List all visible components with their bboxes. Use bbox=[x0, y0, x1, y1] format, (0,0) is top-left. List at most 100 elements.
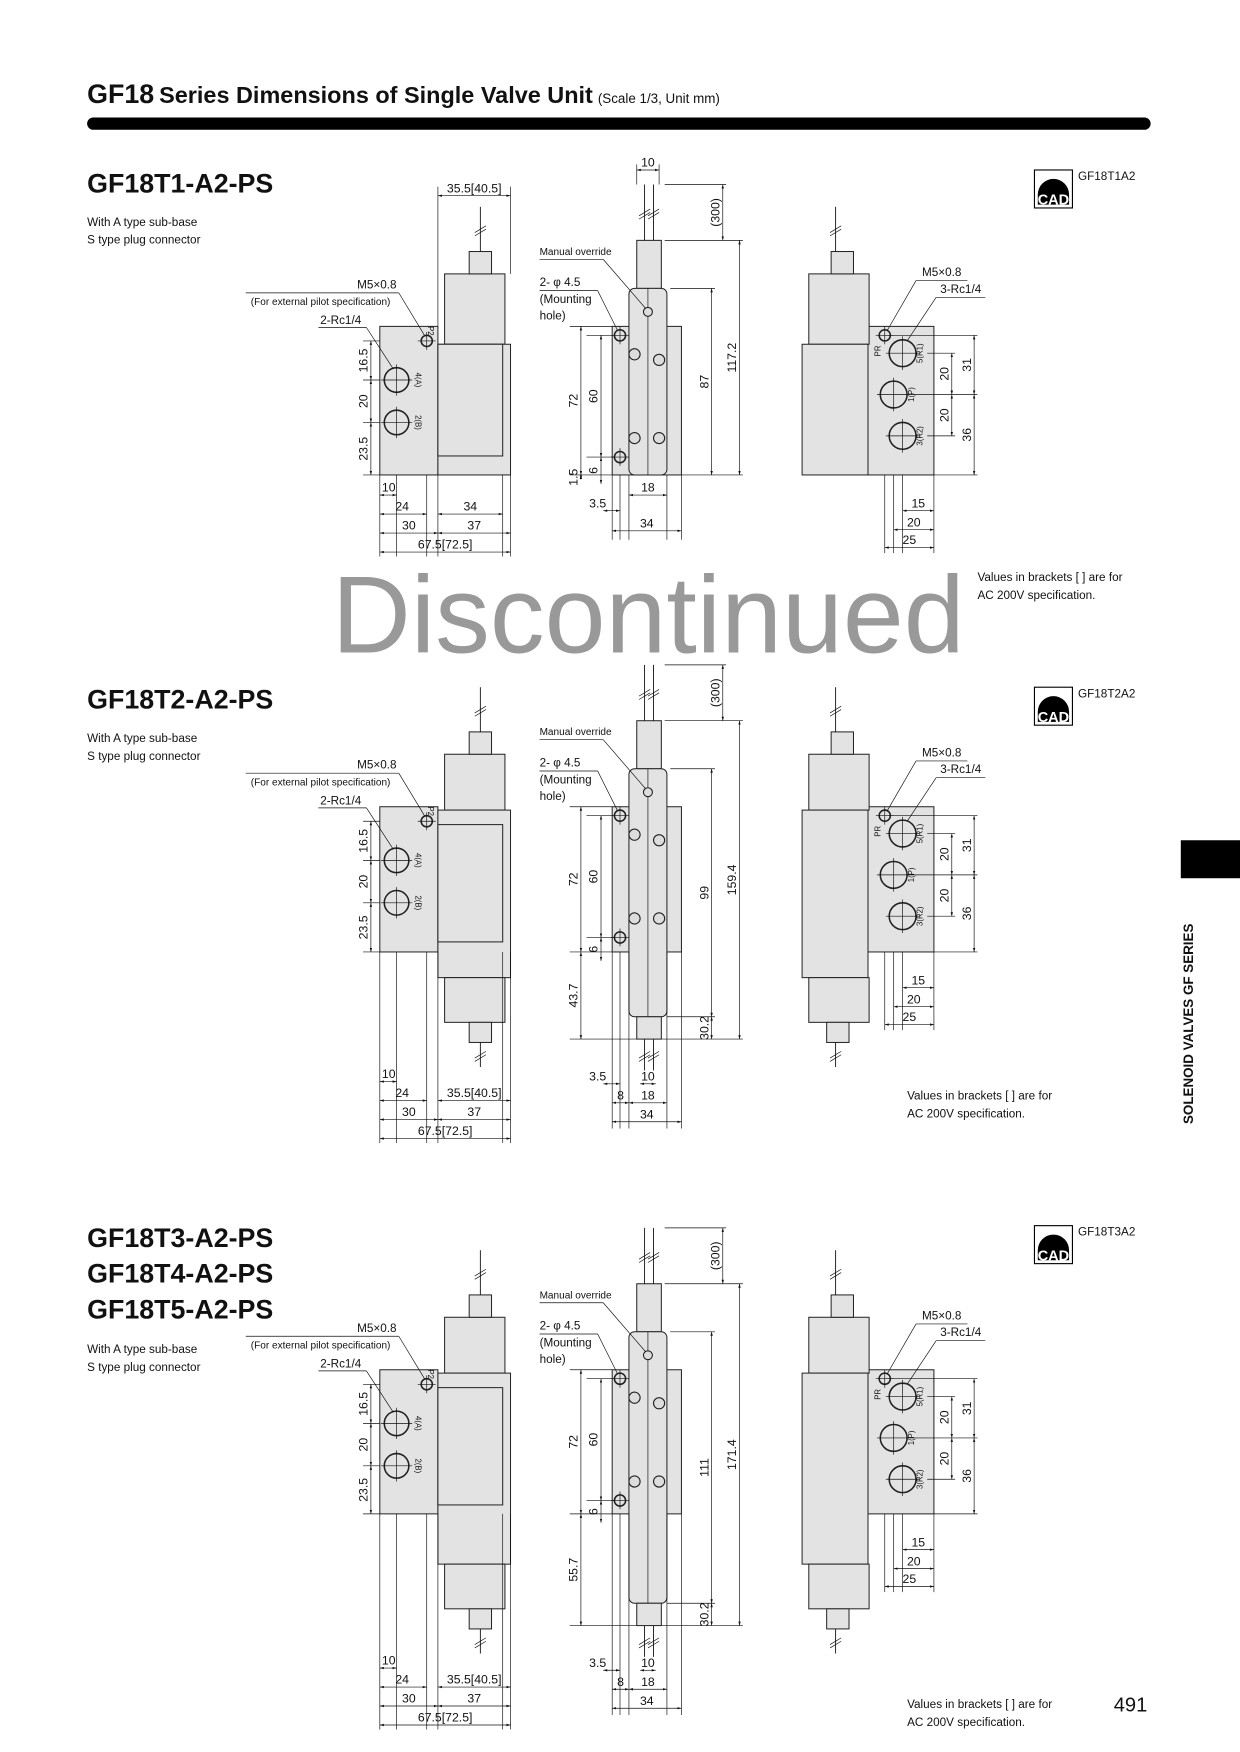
leader-line bbox=[366, 327, 394, 370]
plug-connector bbox=[468, 251, 493, 275]
cad-download-button[interactable]: CAD bbox=[1033, 169, 1073, 209]
wire-break bbox=[474, 705, 487, 714]
wire-break bbox=[474, 228, 487, 237]
header-rule bbox=[87, 117, 1151, 130]
screw-icon bbox=[628, 431, 641, 445]
wire-break bbox=[829, 1054, 842, 1062]
cad-icon-label: CAD bbox=[1038, 193, 1069, 209]
dimension-label: 30.2 bbox=[697, 1602, 711, 1626]
model-title: GF18T5-A2-PS bbox=[87, 1294, 273, 1324]
dimension-label: 25 bbox=[903, 1010, 917, 1024]
dimension-label: 16.5 bbox=[357, 1392, 371, 1416]
mounting-hole-note: hole) bbox=[540, 310, 566, 323]
dimension-label: 6 bbox=[587, 1508, 601, 1515]
dimension-label: 36 bbox=[960, 906, 974, 920]
leader-line bbox=[597, 290, 619, 331]
cad-download-button[interactable]: CAD bbox=[1033, 686, 1073, 726]
dimension-label: 15 bbox=[911, 1535, 925, 1549]
discontinued-watermark: Discontinued bbox=[332, 555, 965, 677]
wire-break bbox=[829, 1268, 842, 1277]
dimension-label: 3.5 bbox=[589, 1656, 606, 1670]
wire-break bbox=[647, 1255, 660, 1263]
dimension-label: 20 bbox=[937, 367, 951, 381]
wire-break bbox=[638, 212, 651, 220]
manual-override-button[interactable] bbox=[642, 787, 653, 798]
screw-icon bbox=[652, 1475, 666, 1488]
plug-connector bbox=[636, 1283, 662, 1333]
bracket-note: Values in brackets [ ] are for bbox=[907, 1698, 1052, 1711]
wire-break bbox=[829, 1637, 842, 1645]
dimension-label: 30 bbox=[402, 1105, 416, 1119]
dimension-label: 20 bbox=[937, 408, 951, 422]
cad-download-button[interactable]: CAD bbox=[1033, 1225, 1073, 1265]
sub-base bbox=[379, 325, 439, 476]
solenoid-coil bbox=[444, 753, 506, 811]
screw-icon bbox=[628, 1475, 641, 1488]
dimension-label: 35.5[40.5] bbox=[447, 1086, 502, 1100]
leader-line bbox=[906, 777, 937, 822]
wire-break bbox=[638, 1252, 651, 1260]
leader-line bbox=[906, 297, 937, 342]
wire-break bbox=[829, 1640, 842, 1649]
m5-label: M5×0.8 bbox=[357, 1322, 397, 1335]
wire-break bbox=[829, 709, 842, 717]
dimension-label: 23.5 bbox=[357, 915, 371, 939]
valve-body bbox=[801, 809, 869, 979]
wire-break bbox=[647, 1640, 660, 1649]
leader-line bbox=[886, 280, 917, 332]
cad-code: GF18T1A2 bbox=[1078, 170, 1135, 183]
pilot-note: (For external pilot specification) bbox=[251, 778, 391, 789]
dimension-label: 35.5[40.5] bbox=[447, 1673, 502, 1687]
port-label: PR bbox=[873, 826, 882, 837]
wire-break bbox=[474, 1051, 487, 1059]
dimension-label: 18 bbox=[641, 1088, 655, 1102]
plug-connector-lower bbox=[468, 1608, 493, 1630]
wire-break bbox=[474, 1054, 487, 1062]
dimension-label: 10 bbox=[382, 481, 396, 495]
leader-line bbox=[602, 259, 646, 309]
manual-override-button[interactable] bbox=[642, 1350, 653, 1361]
screw-icon bbox=[652, 834, 666, 847]
dimension-label: 20 bbox=[937, 1452, 951, 1466]
plug-connector bbox=[636, 239, 662, 289]
dimension-label: 72 bbox=[567, 1435, 581, 1449]
dimension-label: 55.7 bbox=[567, 1558, 581, 1582]
dimension-label: 34 bbox=[640, 1107, 654, 1121]
plug-connector-lower bbox=[826, 1608, 850, 1630]
dimension-label: 24 bbox=[395, 1086, 409, 1100]
model-description: S type plug connector bbox=[87, 1361, 200, 1374]
bracket-note: AC 200V specification. bbox=[907, 1107, 1025, 1120]
screw-icon bbox=[652, 912, 666, 925]
dimension-label: 36 bbox=[960, 428, 974, 442]
model-description: S type plug connector bbox=[87, 234, 200, 247]
plug-connector bbox=[830, 731, 854, 755]
wire-break bbox=[647, 212, 660, 220]
manual-override-label: Manual override bbox=[540, 1290, 612, 1301]
dimension-label: 20 bbox=[357, 1438, 371, 1452]
mounting-hole-label: 2- φ 4.5 bbox=[540, 757, 581, 770]
dimension-label: 37 bbox=[467, 1692, 481, 1706]
rc-label: 3-Rc1/4 bbox=[940, 1326, 982, 1339]
solenoid-coil-lower bbox=[808, 1563, 870, 1610]
sub-base bbox=[379, 1369, 439, 1515]
plug-connector bbox=[830, 1294, 854, 1318]
plug-connector bbox=[830, 251, 854, 275]
plug-connector-lower bbox=[636, 1602, 662, 1627]
leader-line bbox=[597, 770, 619, 812]
dimension-label: 6 bbox=[587, 946, 601, 953]
dimension-label: 31 bbox=[960, 358, 974, 372]
dimension-label: 20 bbox=[357, 394, 371, 408]
valve-cover bbox=[437, 343, 504, 457]
solenoid-coil bbox=[808, 1316, 870, 1374]
dimension-label: 1.5 bbox=[567, 468, 581, 485]
leader-line bbox=[597, 1333, 619, 1375]
dimension-label: 20 bbox=[907, 1554, 921, 1568]
wire-break bbox=[647, 692, 660, 700]
dimension-label: 8 bbox=[617, 1088, 624, 1102]
dimension-label: 25 bbox=[903, 1572, 917, 1586]
port-label: 3(R2) bbox=[916, 906, 925, 926]
bracket-note: AC 200V specification. bbox=[977, 589, 1095, 602]
manual-override-button[interactable] bbox=[642, 306, 653, 317]
dimension-label: 10 bbox=[641, 1069, 655, 1083]
manual-override-label: Manual override bbox=[540, 247, 612, 258]
